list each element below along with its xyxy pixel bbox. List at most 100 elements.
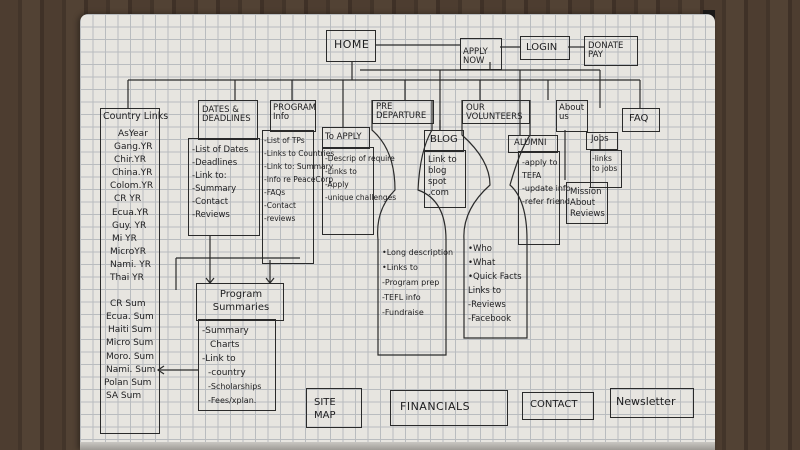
country-link-item[interactable]: CR YR [114, 194, 142, 205]
dates-deadlines-title: DATES & DEADLINES [202, 105, 251, 124]
alumni-item: -refer friend [522, 197, 570, 206]
pre-departure-title: PRE DEPARTURE [376, 102, 427, 121]
about-us-node[interactable] [556, 100, 588, 132]
program-info-item: -FAQs [264, 188, 286, 197]
program-summaries-item: -Link to [202, 354, 236, 364]
home-node[interactable] [326, 30, 376, 62]
program-info-item: -Link to: Summary [264, 162, 334, 171]
country-link-item[interactable]: Colom.YR [110, 181, 154, 192]
country-links-node[interactable] [100, 108, 160, 434]
program-info-item: -reviews [264, 214, 296, 223]
alumni-title: ALUMNI [514, 138, 547, 148]
country-link-item[interactable]: SA Sum [106, 390, 142, 401]
about-us-item: About [570, 198, 596, 208]
country-link-item[interactable]: Ecua. Sum [106, 312, 154, 323]
financials-node[interactable] [390, 390, 508, 426]
volunteers-item: •Quick Facts [468, 272, 522, 282]
alumni-node[interactable] [508, 135, 558, 153]
about-us-item: Reviews [570, 209, 605, 219]
pre-departure-item: •Long description [382, 248, 454, 257]
apply-now-node[interactable] [460, 38, 502, 70]
program-summaries-title: Program Summaries [212, 289, 270, 313]
to-apply-content [322, 147, 374, 235]
country-link-item[interactable]: Moro. Sum [106, 351, 155, 362]
program-info-title: PROGRAM Info [273, 103, 317, 122]
login-node[interactable] [520, 36, 570, 60]
newsletter-node[interactable] [610, 388, 694, 418]
faq-node[interactable] [622, 108, 660, 132]
country-link-item[interactable]: Nami. YR [110, 259, 151, 270]
country-link-item[interactable]: Mi YR [112, 233, 137, 244]
country-link-item[interactable]: MicroYR [110, 246, 146, 257]
program-summaries-list: -Summary Charts -Link to -country -Schol… [202, 324, 261, 408]
dates-deadlines-content [188, 138, 260, 236]
country-link-item[interactable]: Ecua.YR [112, 207, 149, 218]
about-us-title: About us [559, 103, 585, 122]
donate-pay-node[interactable] [584, 36, 638, 66]
country-link-item[interactable]: Gang.YR [114, 142, 153, 153]
jobs-node[interactable] [586, 132, 618, 150]
country-link-item[interactable]: Haiti Sum [108, 325, 152, 336]
pre-departure-item: •Links to [382, 263, 418, 272]
program-info-content [262, 130, 314, 264]
program-summaries-content [198, 319, 276, 411]
alumni-list: -apply to TEFA -update info -refer frien… [522, 156, 571, 208]
jobs-text[interactable]: -links to jobs [592, 154, 618, 173]
donate-pay-label: DONATE PAY [588, 41, 624, 60]
volunteers-item: Links to [468, 286, 502, 296]
to-apply-node[interactable] [322, 127, 370, 149]
dates-item: -Summary [192, 184, 237, 194]
country-link-item[interactable]: China.YR [112, 168, 153, 179]
pre-departure-item: -TEFL info [382, 293, 421, 302]
country-link-item[interactable]: Guy. YR [112, 220, 147, 231]
country-link-item[interactable]: Polan Sum [104, 377, 152, 388]
pre-departure-item: -Program prep [382, 278, 440, 287]
to-apply-item: -Links to [325, 167, 357, 176]
page-bottom-edge [80, 442, 715, 450]
country-link-item[interactable]: CR Sum [110, 299, 146, 310]
blog-text[interactable]: Link to blog spot .com [428, 155, 457, 198]
to-apply-list: -Descrip of require -Links to -Apply -un… [325, 152, 396, 204]
to-apply-title: To APPLY [325, 132, 362, 142]
dates-item: -List of Dates [192, 145, 249, 155]
program-summaries-item: -Summary [202, 326, 249, 336]
volunteers-item: •What [468, 258, 496, 268]
alumni-item: TEFA [522, 171, 542, 180]
pre-departure-node[interactable] [372, 100, 434, 124]
pre-departure-item: -Fundraise [382, 308, 424, 317]
volunteers-item: -Facebook [468, 314, 512, 324]
program-summaries-node[interactable] [196, 283, 284, 321]
program-info-node[interactable] [270, 100, 316, 132]
notebook-page [80, 14, 715, 450]
country-link-item[interactable]: Chir.YR [114, 155, 146, 166]
our-volunteers-list: •Who •What •Quick Facts Links to -Review… [468, 242, 522, 326]
contact-node[interactable] [522, 392, 594, 420]
volunteers-item: •Who [468, 244, 493, 254]
country-link-item[interactable]: AsYear [118, 129, 148, 139]
country-link-item[interactable]: Thai YR [110, 273, 144, 284]
contact-label: CONTACT [530, 399, 578, 410]
jobs-content [590, 150, 622, 188]
our-volunteers-node[interactable] [462, 100, 530, 124]
jobs-title: Jobs [591, 134, 609, 144]
program-summaries-item: -country [208, 368, 246, 378]
country-link-item[interactable]: Nami. Sum [106, 364, 156, 375]
program-summaries-item: -Scholarships [208, 382, 262, 391]
program-info-item: -Contact [264, 201, 296, 210]
site-map-label: SITE MAP [314, 397, 336, 421]
dates-item: -Link to: [192, 171, 227, 181]
program-info-item: -Links to Countries [264, 149, 335, 158]
to-apply-item: -Apply [325, 180, 349, 189]
site-map-node[interactable] [306, 388, 362, 428]
blog-node[interactable] [424, 130, 464, 152]
dates-deadlines-node[interactable] [198, 100, 258, 140]
newsletter-label: Newsletter [616, 395, 676, 408]
dates-item: -Contact [192, 197, 229, 207]
country-link-item[interactable]: Micro Sum [106, 338, 154, 349]
program-info-item: -List of TPs [264, 136, 305, 145]
program-info-list: -List of TPs -Links to Countries -Link t… [264, 134, 334, 225]
alumni-item: -apply to [522, 158, 558, 167]
login-label: LOGIN [526, 42, 558, 53]
dates-item: -Reviews [192, 210, 230, 220]
